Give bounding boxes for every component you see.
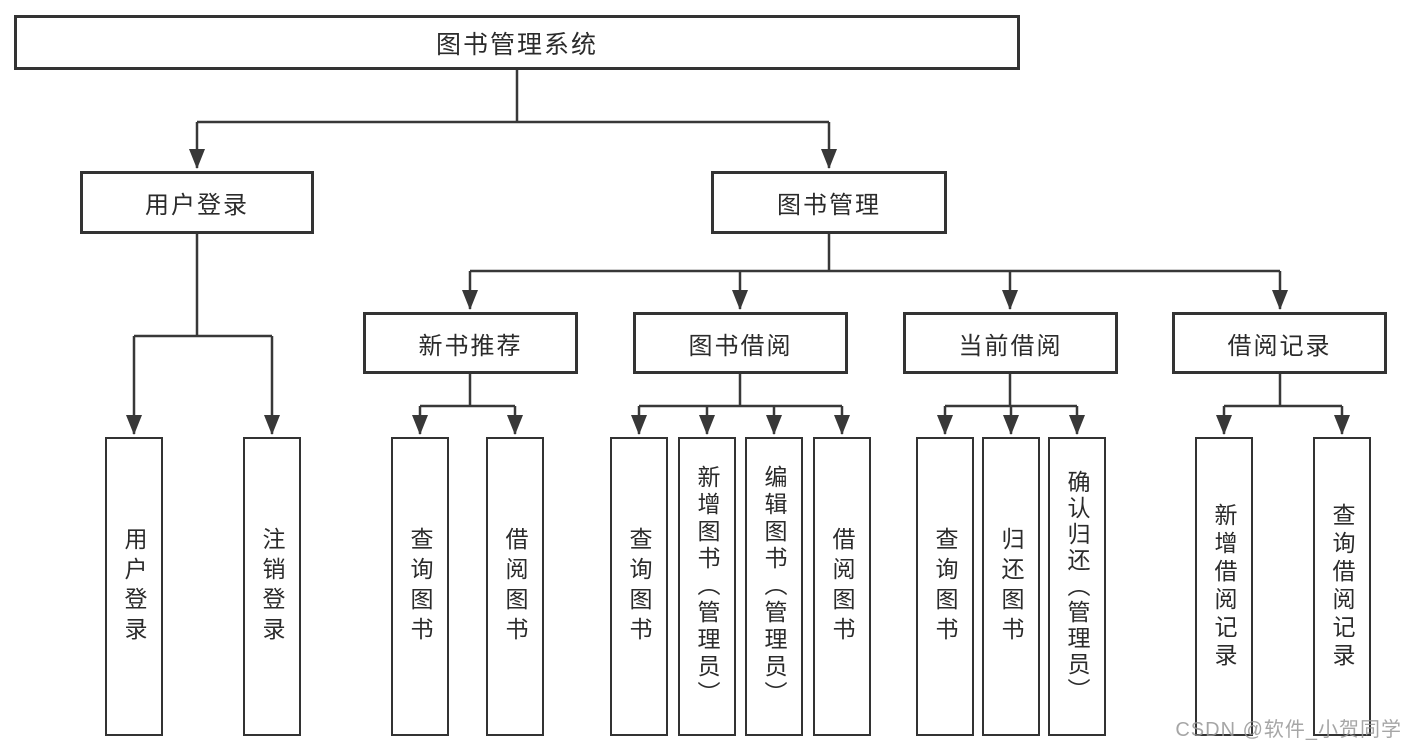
node-leaf-logout-label: 注销登录: [259, 526, 285, 647]
connector-user-login-children: [126, 234, 280, 435]
connector-book-management-children: [462, 234, 1288, 310]
node-leaf-records-query-record-label: 查询借阅记录: [1329, 502, 1355, 671]
node-leaf-borrowing-borrow-books: 借阅图书: [813, 437, 871, 736]
node-user-login: 用户登录: [80, 171, 314, 234]
connector-book-borrowing-children: [631, 374, 850, 435]
connector-new-book-recommend-children: [412, 374, 523, 435]
node-book-borrowing-label: 图书借阅: [688, 332, 793, 360]
node-leaf-current-confirm-return: 确认归还（管理员）: [1048, 437, 1106, 736]
node-leaf-current-confirm-return-label: 确认归还（管理员）: [1064, 469, 1090, 704]
node-leaf-borrowing-edit-books-label: 编辑图书（管理员）: [761, 465, 787, 708]
node-user-login-label: 用户登录: [145, 192, 249, 219]
node-book-management-label: 图书管理: [777, 192, 881, 219]
node-leaf-user-login-label: 用户登录: [121, 526, 147, 647]
node-leaf-logout: 注销登录: [243, 437, 301, 736]
node-leaf-borrowing-query-books: 查询图书: [610, 437, 668, 736]
node-leaf-current-query-books: 查询图书: [916, 437, 974, 736]
node-leaf-current-return-books: 归还图书: [982, 437, 1040, 736]
node-book-borrowing: 图书借阅: [633, 312, 848, 374]
node-leaf-borrowing-add-books: 新增图书（管理员）: [678, 437, 736, 736]
node-leaf-current-return-books-label: 归还图书: [998, 526, 1024, 647]
connector-borrowing-records-children: [1216, 374, 1350, 435]
node-leaf-recommend-borrow-books-label: 借阅图书: [502, 526, 528, 647]
node-leaf-borrowing-edit-books: 编辑图书（管理员）: [745, 437, 803, 736]
connector-current-borrowing-children: [937, 374, 1085, 435]
node-leaf-recommend-query-books-label: 查询图书: [407, 526, 433, 647]
node-leaf-records-query-record: 查询借阅记录: [1313, 437, 1371, 736]
node-new-book-recommend-label: 新书推荐: [418, 332, 523, 360]
node-leaf-recommend-borrow-books: 借阅图书: [486, 437, 544, 736]
node-book-management: 图书管理: [711, 171, 947, 234]
node-leaf-current-query-books-label: 查询图书: [932, 526, 958, 647]
connector-root-to-level2: [189, 70, 837, 169]
node-leaf-user-login: 用户登录: [105, 437, 163, 736]
node-root: 图书管理系统: [14, 15, 1020, 70]
node-leaf-borrowing-borrow-books-label: 借阅图书: [829, 526, 855, 647]
node-borrowing-records-label: 借阅记录: [1227, 332, 1332, 360]
node-new-book-recommend: 新书推荐: [363, 312, 578, 374]
node-leaf-records-add-record-label: 新增借阅记录: [1211, 502, 1237, 671]
node-current-borrowing: 当前借阅: [903, 312, 1118, 374]
node-leaf-borrowing-add-books-label: 新增图书（管理员）: [694, 465, 720, 708]
node-leaf-records-add-record: 新增借阅记录: [1195, 437, 1253, 736]
node-leaf-borrowing-query-books-label: 查询图书: [626, 526, 652, 647]
node-current-borrowing-label: 当前借阅: [958, 332, 1063, 360]
node-root-label: 图书管理系统: [435, 30, 598, 59]
node-leaf-recommend-query-books: 查询图书: [391, 437, 449, 736]
node-borrowing-records: 借阅记录: [1172, 312, 1387, 374]
watermark: CSDN @软件_小贺同学: [1175, 719, 1402, 741]
